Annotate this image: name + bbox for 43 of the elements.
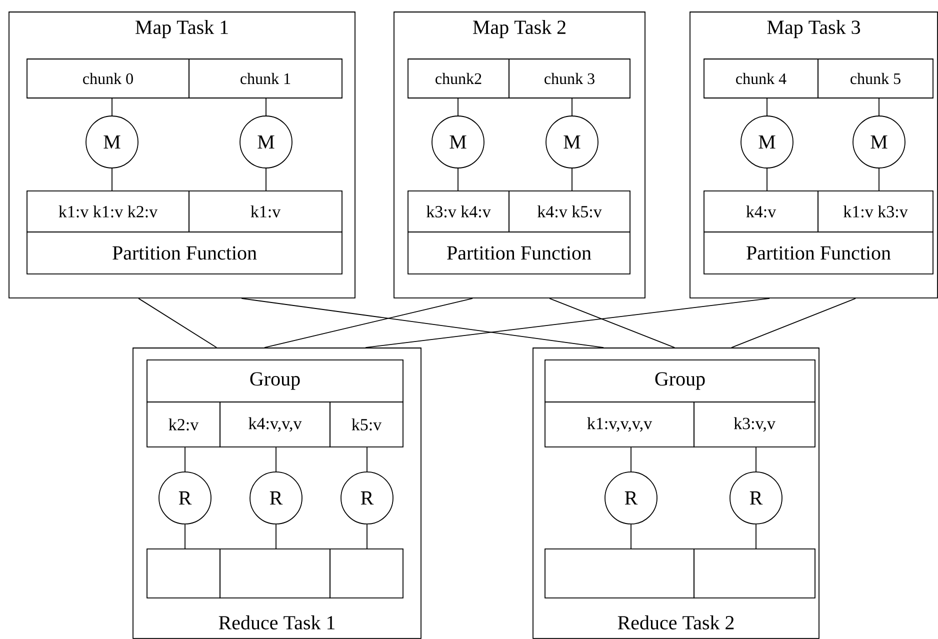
table-cell: chunk 3 [508,58,630,98]
connector-line [184,446,186,472]
table-cell: k5:v [330,402,404,448]
table-cell: chunk 1 [188,58,342,98]
connector-line [630,524,632,549]
table-cell: k4:v [704,190,818,232]
connector-line [366,446,368,472]
empty-cell [146,548,220,598]
connector-line [365,298,770,348]
table-cell: chunk 5 [818,58,934,98]
connector-line [241,298,604,348]
connector-line [630,446,632,472]
table-cell: k1:v k1:v k2:v [26,190,190,232]
empty-cell [544,548,694,598]
connector-line [264,298,473,348]
table-cell: k1:v,v,v,v [544,402,694,448]
connector-line [366,524,368,549]
table-cell: Partition Function [408,232,630,274]
table-cell: Group [544,360,816,402]
table-cell: k3:v k4:v [408,190,510,232]
table-cell: k4:v,v,v [220,402,330,448]
table-cell: Group [146,360,404,402]
table-cell: k1:v [188,190,342,232]
connector-line [549,298,675,348]
connector-line [766,168,768,191]
table-cell: chunk 0 [26,58,190,98]
connector-line [184,524,186,549]
table-cell: k3:v,v [694,402,816,448]
table-cell: k2:v [146,402,220,448]
connector-line [878,168,880,191]
connector-line [731,298,856,348]
empty-cell [220,548,330,598]
connector-line [766,98,768,116]
empty-cell [694,548,816,598]
table-cell: chunk2 [408,58,510,98]
table-cell: k1:v k3:v [818,190,934,232]
table-cell: Partition Function [704,232,934,274]
table-cell: Partition Function [26,232,342,274]
table-cell: k4:v k5:v [508,190,630,232]
connector-line [138,298,217,348]
table-cell: chunk 4 [704,58,818,98]
empty-cell [330,548,404,598]
connector-line [878,98,880,116]
